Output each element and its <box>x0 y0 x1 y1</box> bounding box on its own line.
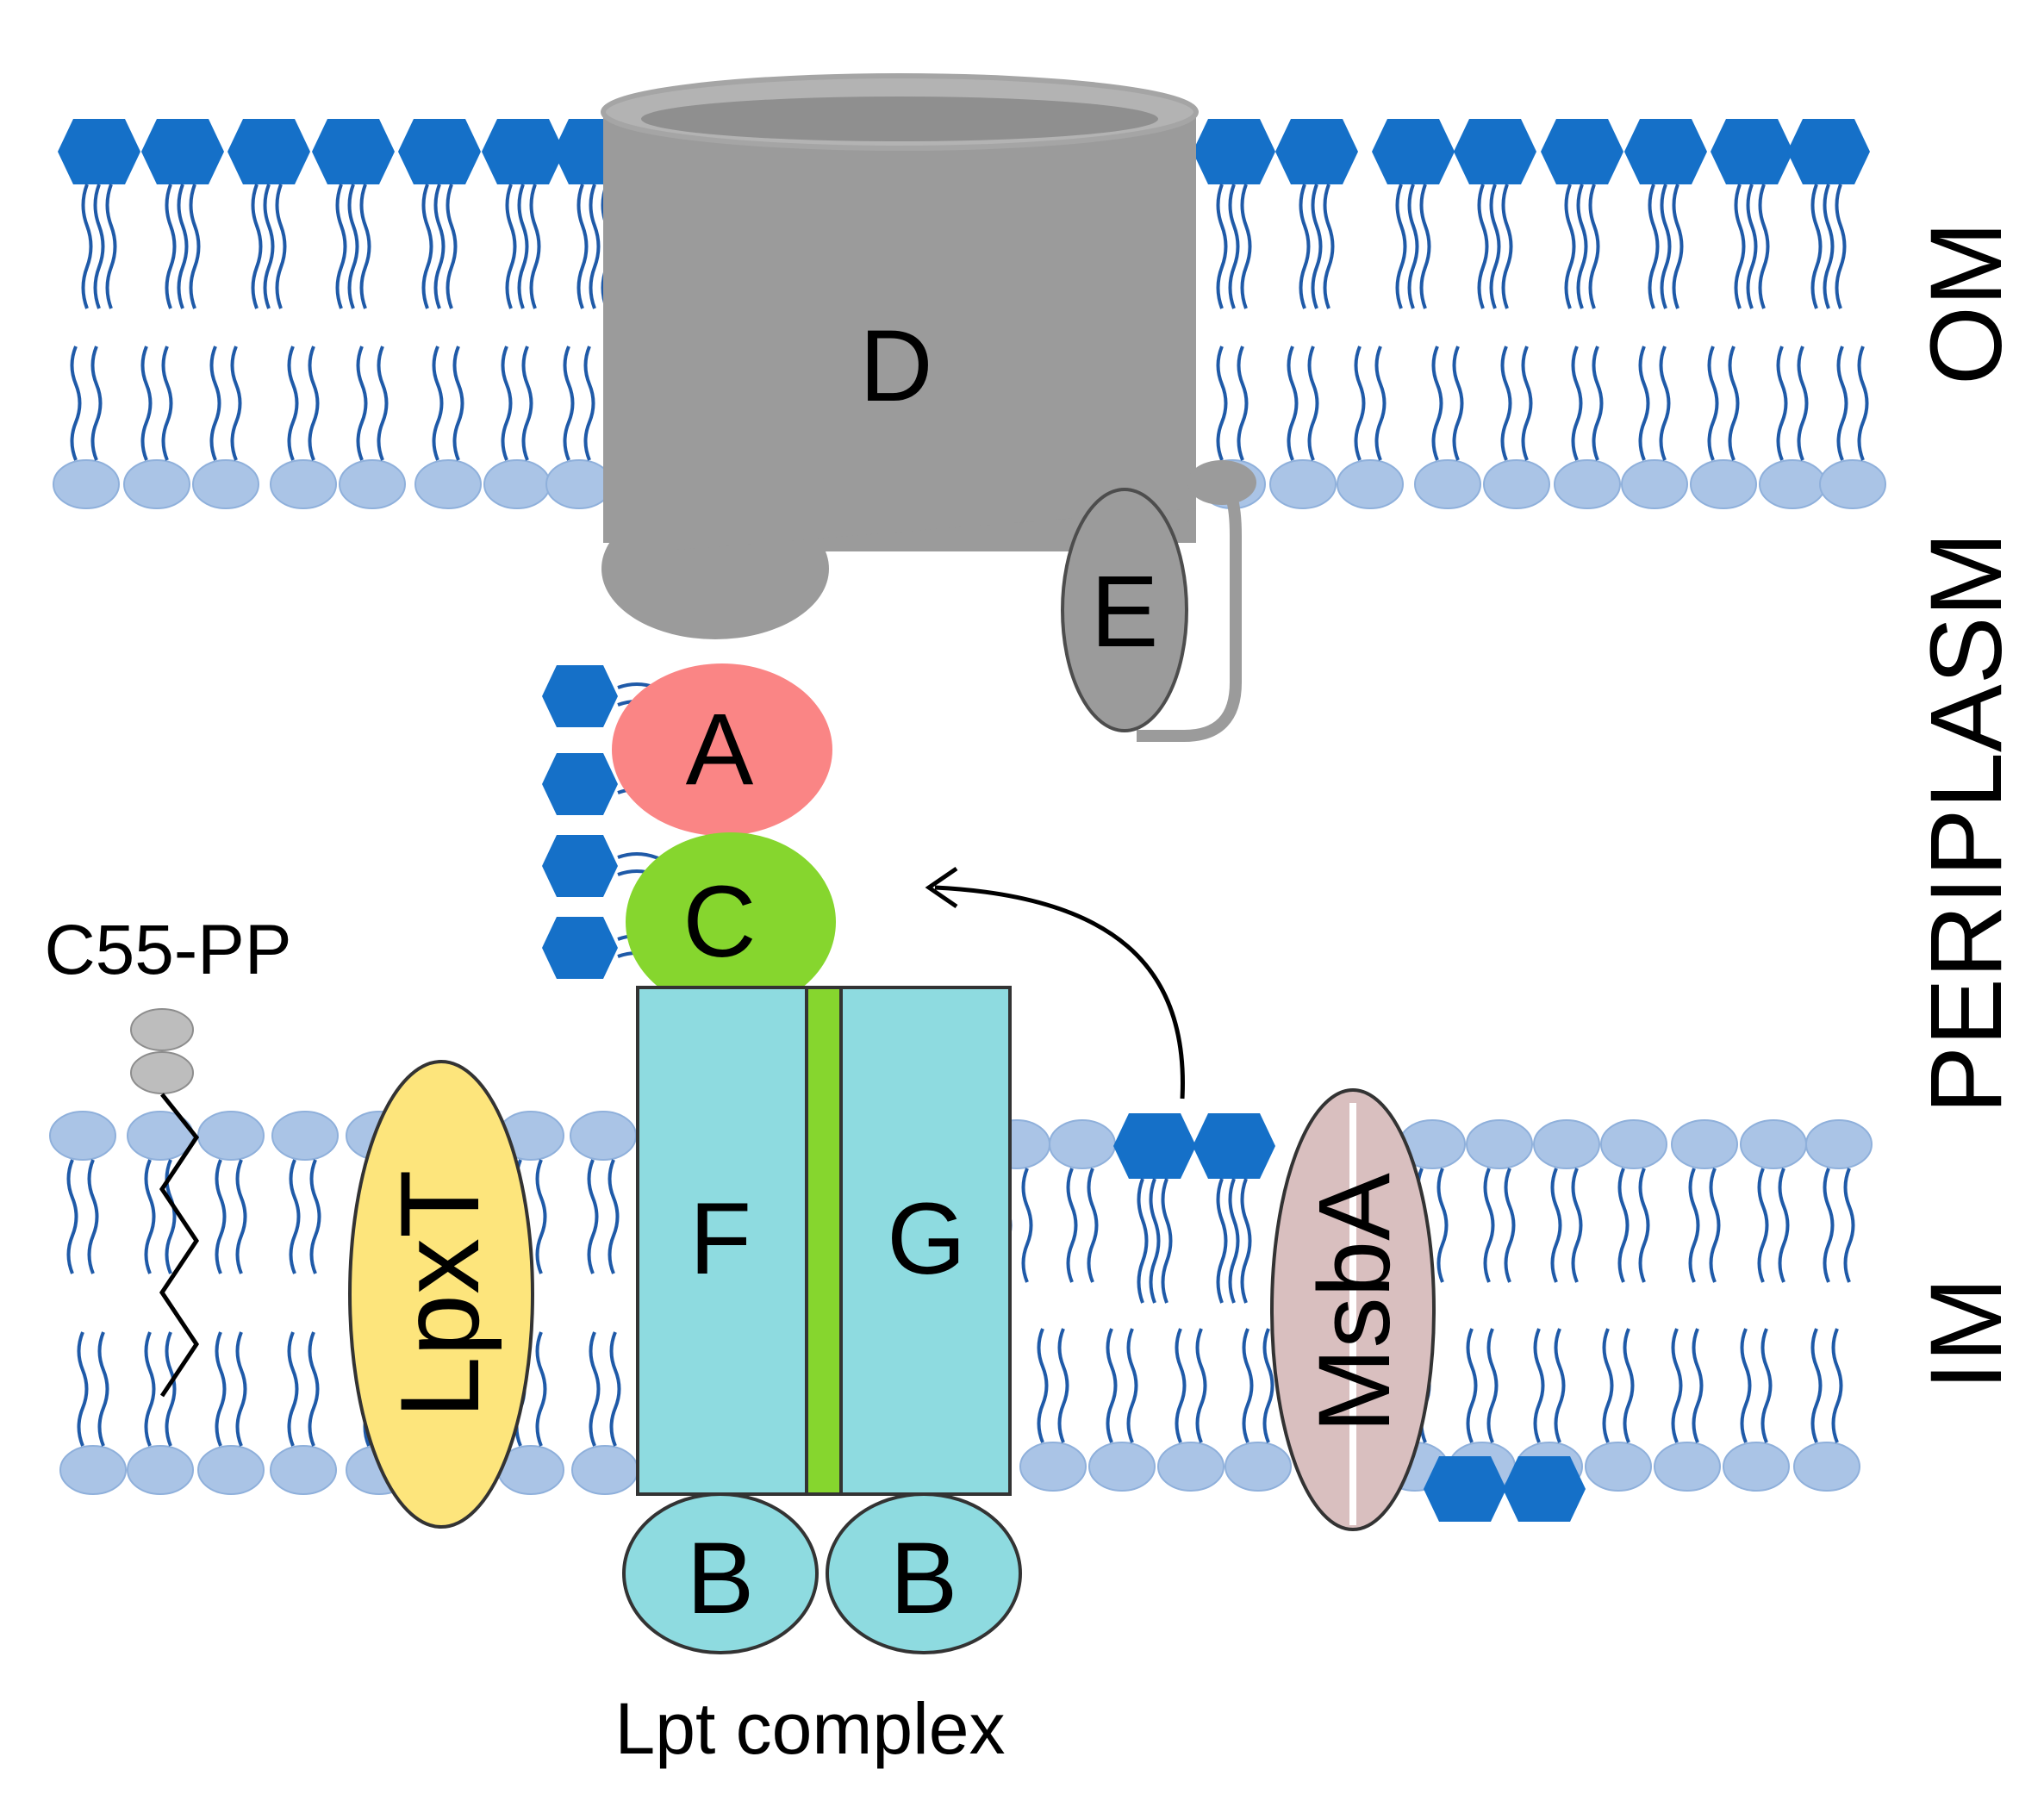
lptb-left-label: B <box>687 1522 755 1635</box>
om-outer-leaflet-right <box>1191 117 1872 310</box>
c55pp-label: C55-PP <box>44 911 291 989</box>
lptc-protein: C <box>626 832 836 1012</box>
lptg-protein <box>839 986 1012 1496</box>
msba-protein: MsbA <box>1270 1088 1436 1531</box>
lptb-dimer: B B <box>622 1492 1022 1654</box>
lptd-barrel: D <box>601 73 1199 639</box>
lpta-label: A <box>686 693 754 807</box>
lpxt-protein: LpxT <box>348 1060 534 1529</box>
lpxt-label: LpxT <box>377 1169 502 1418</box>
lpte-lipoprotein: E <box>1061 460 1256 742</box>
lptd-label: D <box>859 309 932 423</box>
msba-label: MsbA <box>1298 1173 1411 1433</box>
periplasm-label: PERIPLASM <box>1910 532 2023 1113</box>
lptf-label: F <box>689 1182 751 1296</box>
om-label: OM <box>1910 221 2023 385</box>
im-outer-leaflet-left <box>48 1110 638 1275</box>
c55pp-lipid: C55-PP <box>44 911 292 1398</box>
im-inner-leaflet-left <box>59 1330 639 1496</box>
lptb-left <box>622 1492 819 1654</box>
lptc-label: C <box>682 865 756 979</box>
om-outer-leaflet-left <box>56 117 638 310</box>
om-inner-leaflet-left <box>52 345 614 510</box>
om-inner-leaflet-right <box>1198 345 1887 510</box>
lptb-right <box>826 1492 1022 1654</box>
im-label: IM <box>1910 1277 2023 1390</box>
lptc-tm-helix <box>805 986 843 1496</box>
lpt-complex-label: Lpt complex <box>615 1688 1006 1769</box>
lpte-label: E <box>1091 555 1159 669</box>
lptb-right-label: B <box>890 1522 958 1635</box>
lptfg-complex: F G <box>636 986 1012 1496</box>
transport-arrow <box>925 866 1185 1099</box>
lptg-label: G <box>887 1182 966 1296</box>
lpta-protein: A <box>612 663 832 836</box>
